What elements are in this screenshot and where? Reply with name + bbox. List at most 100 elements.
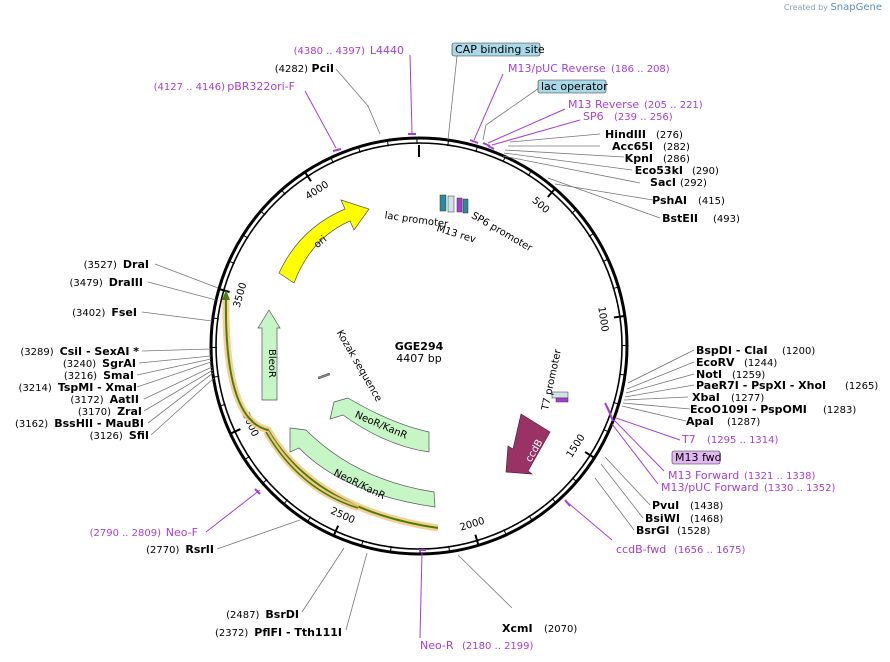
enzyme-name[interactable]: XbaI xyxy=(692,391,720,404)
orf-line-2 xyxy=(265,431,359,509)
enzyme-name[interactable]: EcoO109I - PspOMI xyxy=(690,403,807,416)
enzyme-pos: (3214) xyxy=(19,383,52,394)
enzyme-pos: (286) xyxy=(663,154,690,165)
primer-name[interactable]: SP6 xyxy=(583,110,604,123)
enzyme-name[interactable]: PshAI xyxy=(652,194,687,207)
enzyme-name[interactable]: TspMI - XmaI xyxy=(58,381,137,394)
tick xyxy=(528,515,533,521)
enzyme-name[interactable]: ZraI xyxy=(117,405,142,418)
primer-name[interactable]: M13 Reverse xyxy=(568,98,639,111)
enzyme-pos: (1265) xyxy=(845,381,878,392)
enzyme-name[interactable]: EcoRV xyxy=(696,356,735,369)
credit-prefix: Created by xyxy=(783,3,828,12)
primer-name[interactable]: L4440 xyxy=(370,44,404,57)
tick-label: 3500 xyxy=(232,281,250,308)
enzyme-name[interactable]: SmaI xyxy=(103,369,134,382)
enzyme-pos: (3479) xyxy=(69,278,102,289)
kozak-mark[interactable] xyxy=(317,372,331,380)
tick-label: 1000 xyxy=(595,306,610,333)
enzyme-name[interactable]: ApaI xyxy=(686,415,714,428)
tick xyxy=(571,477,578,483)
primer-name[interactable]: Neo-F xyxy=(166,526,198,539)
enzyme-name[interactable]: PflFI - Tth111I xyxy=(254,626,342,639)
tick-label: 1500 xyxy=(565,433,588,460)
enzyme-name[interactable]: Eco53kI xyxy=(635,164,683,177)
t7-primer-box[interactable] xyxy=(555,397,569,403)
enzyme-name[interactable]: CsiI - SexAI * xyxy=(60,345,140,358)
primer-leaders xyxy=(205,54,681,639)
enzyme-name[interactable]: Acc65I xyxy=(612,140,653,153)
tick-label: 4000 xyxy=(304,179,331,202)
enzyme-pos: (282) xyxy=(663,142,690,153)
primer-name[interactable]: M13 Forward xyxy=(668,469,739,482)
enzyme-name[interactable]: BstEII xyxy=(662,212,698,225)
enzyme-name[interactable]: FseI xyxy=(111,306,137,319)
bleo-arrow[interactable] xyxy=(257,309,281,401)
primer-name[interactable]: ccdB-fwd xyxy=(616,543,666,556)
tick xyxy=(244,455,251,461)
enzyme-name[interactable]: PciI xyxy=(312,62,334,75)
enzyme-name[interactable]: HindIII xyxy=(605,128,646,141)
enzyme-name[interactable]: KpnI xyxy=(625,152,653,165)
enzyme-name[interactable]: XcmI xyxy=(502,622,533,635)
neo-arrow-1[interactable] xyxy=(329,397,430,453)
enzyme-name[interactable]: SgrAI xyxy=(102,357,136,370)
enzyme-name[interactable]: DraI xyxy=(123,258,149,271)
sp6-box[interactable] xyxy=(462,198,469,214)
primer-name[interactable]: T7 xyxy=(681,433,696,446)
primer-name[interactable]: Neo-R xyxy=(420,639,454,652)
enzyme-name[interactable]: NotI xyxy=(696,368,722,381)
enzyme-name[interactable]: BsrDI xyxy=(265,608,299,621)
enzyme-name[interactable]: PaeR7I - PspXI - XhoI xyxy=(696,379,826,392)
primer-pos: (1295 .. 1314) xyxy=(707,435,779,446)
boxed-m13fwd[interactable]: M13 fwd xyxy=(671,450,722,465)
tick xyxy=(502,156,506,163)
tick xyxy=(212,317,219,320)
boxed-lacop[interactable]: lac operator xyxy=(537,79,608,94)
m13rev-box[interactable] xyxy=(456,197,463,213)
enzyme-name[interactable]: DraIII xyxy=(109,276,143,289)
tick xyxy=(448,545,451,552)
primer-marks xyxy=(254,133,614,551)
enzyme-name[interactable]: PvuI xyxy=(652,499,679,512)
tick xyxy=(262,478,268,484)
tick xyxy=(612,286,619,290)
enzyme-name[interactable]: BsiWI xyxy=(645,512,680,525)
enzyme-name[interactable]: AatII xyxy=(110,393,139,406)
orf-arrowhead xyxy=(222,290,230,300)
tick xyxy=(612,401,619,405)
enzyme-name[interactable]: RsrII xyxy=(185,543,214,556)
primer-labels: L4440(4380 .. 4397)pBR322ori-F(4127 .. 4… xyxy=(90,44,836,652)
enzyme-pos: (493) xyxy=(713,214,740,225)
primer-pos: (1321 .. 1338) xyxy=(744,471,816,482)
primer-pos: (1330 .. 1352) xyxy=(764,483,836,494)
enzyme-name[interactable]: BspDI - ClaI xyxy=(696,344,768,357)
primer-name[interactable]: M13/pUC Reverse xyxy=(508,62,606,75)
tick xyxy=(547,187,556,198)
primer-name[interactable]: pBR322ori-F xyxy=(227,80,295,93)
enzyme-pos: (1438) xyxy=(690,501,723,512)
tick xyxy=(332,525,340,537)
enzyme-name[interactable]: BssHII - MauBI xyxy=(54,417,144,430)
tick xyxy=(361,539,364,547)
snapgene-logo: SnapGene xyxy=(830,2,882,13)
enzyme-name[interactable]: SacI xyxy=(650,176,676,189)
neo-arrow-2[interactable] xyxy=(289,427,436,508)
ccdb-arrow[interactable] xyxy=(505,413,551,475)
enzyme-pos: (3216) xyxy=(64,371,97,382)
lac-promoter-box[interactable] xyxy=(439,194,447,212)
enzyme-name[interactable]: SfiI xyxy=(129,429,149,442)
primer-pos: (2790 .. 2809) xyxy=(90,528,162,539)
enzyme-pos: (3126) xyxy=(90,431,123,442)
ori-arrow[interactable] xyxy=(278,199,370,284)
primer-name[interactable]: M13/pUC Forward xyxy=(661,481,759,494)
tick xyxy=(551,497,557,503)
primer-pos: (239 .. 256) xyxy=(614,112,673,123)
tick xyxy=(307,516,312,522)
tick xyxy=(260,210,266,216)
enzyme-name[interactable]: BsrGI xyxy=(636,524,669,537)
boxed-cap[interactable]: CAP binding site xyxy=(451,42,545,57)
lac-operator-box[interactable] xyxy=(447,195,455,213)
tick xyxy=(602,428,609,433)
